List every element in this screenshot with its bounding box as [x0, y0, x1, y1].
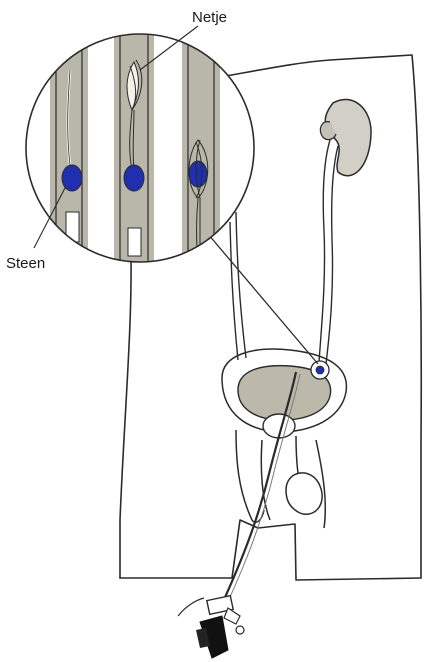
- label-stone: Steen: [6, 255, 45, 272]
- stone-icon: [124, 165, 144, 191]
- kidney: [320, 99, 371, 175]
- pointer-arrow: [203, 229, 318, 364]
- magnifier-inset: [26, 20, 254, 280]
- label-net: Netje: [192, 9, 227, 26]
- genitals: [236, 430, 325, 528]
- bladder: [222, 349, 346, 438]
- stone-icon: [189, 161, 207, 187]
- ureteroscope-icon: [178, 596, 244, 658]
